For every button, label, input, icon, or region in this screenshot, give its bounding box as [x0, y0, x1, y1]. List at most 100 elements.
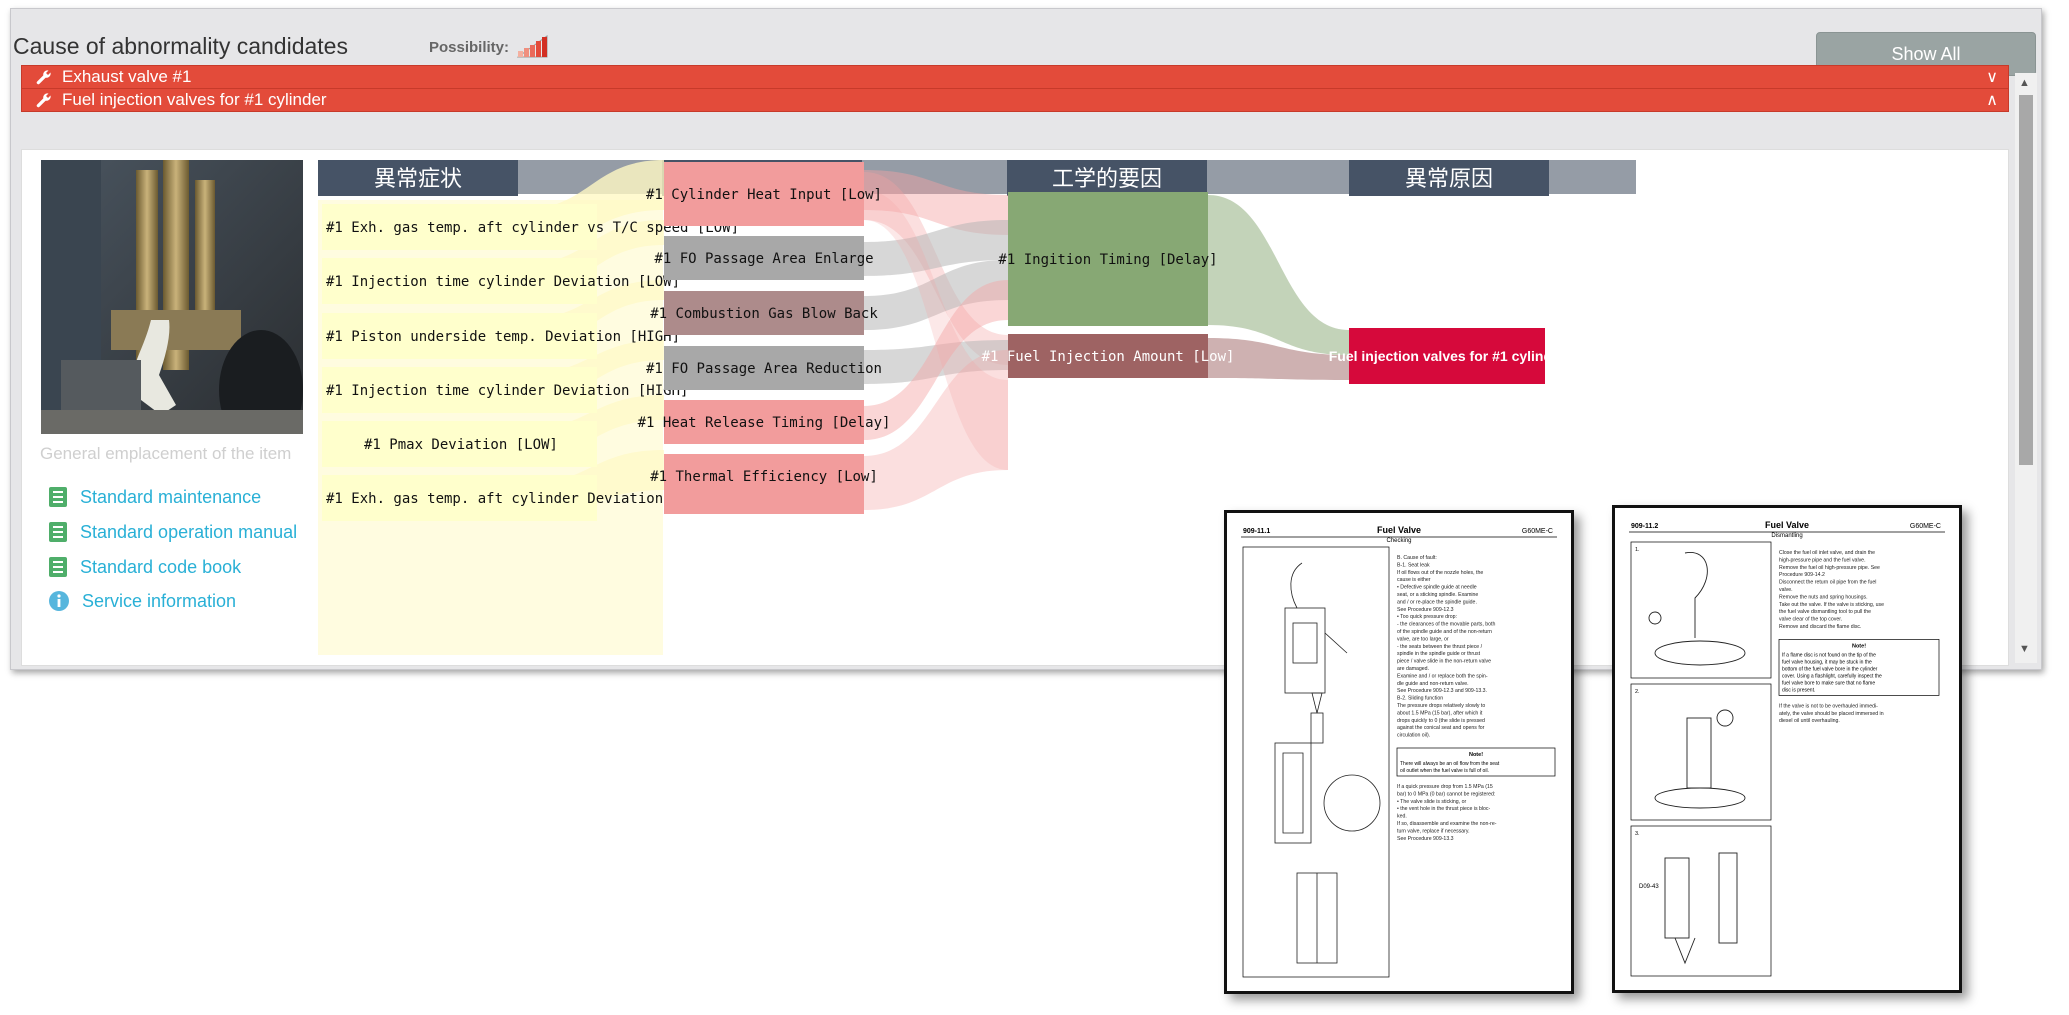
doc-text-line: • Too quick pressure drop:: [1397, 614, 1457, 620]
doc-text-line: diesel oil until overhauling.: [1779, 718, 1840, 724]
phenomenon-node[interactable]: [664, 346, 864, 390]
link-standard-maintenance[interactable]: Standard maintenance: [48, 486, 261, 508]
link-service-information[interactable]: Service information: [48, 590, 236, 612]
factor-node[interactable]: [1008, 334, 1208, 378]
symptom-label: #1 Injection time cylinder Deviation [LO…: [326, 274, 680, 290]
doc-figure-number: 2.: [1635, 689, 1640, 695]
scroll-up-arrow-icon[interactable]: ▲: [2019, 77, 2030, 89]
doc-code: 909-11.1: [1243, 528, 1270, 535]
doc-text-line: ked.: [1397, 814, 1407, 820]
doc-note-line: There will always be an oil flow from th…: [1400, 761, 1500, 767]
scroll-thumb[interactable]: [2019, 95, 2033, 465]
link-label[interactable]: Service information: [82, 590, 237, 611]
doc-text-line: of the spindle guide and of the non-retu…: [1397, 629, 1492, 635]
doc-figure-number: 3.: [1635, 831, 1640, 837]
doc-text-line: - the seats between the thrust piece /: [1397, 644, 1483, 650]
doc-text-line: about 1.5 MPa (15 bar), after which it: [1397, 710, 1483, 716]
symptom-node[interactable]: [322, 475, 597, 521]
doc-note-box: [1778, 639, 1940, 696]
doc-text-line: Examine and / or replace both the spin-: [1397, 673, 1488, 679]
phenomenon-node[interactable]: [664, 236, 864, 280]
wrench-icon: [36, 92, 52, 108]
flow-link: [1208, 338, 1349, 380]
fuel-valve-dismantling-drawing: [1648, 552, 1746, 965]
link-standard-operation-manual[interactable]: Standard operation manual: [48, 521, 297, 543]
book-icon: [48, 521, 68, 543]
doc-text-line: spindle in the spindle guide or thrust: [1397, 651, 1481, 657]
link-label[interactable]: Standard operation manual: [80, 521, 298, 542]
doc-title: Fuel Valve: [1377, 525, 1421, 535]
scroll-down-arrow-icon[interactable]: ▼: [2019, 643, 2030, 655]
doc-note-line: If a flame disc is not found on the tip …: [1782, 652, 1876, 658]
chevron-up-icon[interactable]: ∧: [1986, 92, 1998, 109]
factor-node[interactable]: [1008, 192, 1208, 326]
doc-text-line: • The valve slide is sticking, or: [1397, 799, 1466, 805]
flow-link: [1208, 195, 1349, 355]
phenomenon-node[interactable]: [664, 400, 864, 444]
symptom-node[interactable]: [322, 258, 597, 304]
symptom-node[interactable]: [322, 367, 597, 413]
doc-text-line: Take out the valve. If the valve is stic…: [1779, 602, 1884, 608]
doc-text-line: • Defective spindle guide at needle: [1397, 585, 1477, 591]
doc-text-line: turn valve, replace if necessary.: [1397, 828, 1470, 834]
doc-text-line: dle guide and non-return valve.: [1397, 681, 1469, 687]
page-title: Cause of abnormality candidates: [13, 33, 348, 59]
photo-caption: General emplacement of the item: [40, 444, 292, 463]
symptom-label: #1 Exh. gas temp. aft cylinder Deviation…: [326, 491, 722, 507]
doc-text-line: The pressure drops relatively slowly to: [1397, 703, 1485, 709]
accordion-exhaust-valve[interactable]: Exhaust valve #1 ∨: [21, 65, 2009, 89]
column-header-label: 工学的要因: [1052, 167, 1162, 192]
wrench-icon: [36, 69, 52, 85]
doc-text-line: Close the fuel oil inlet valve, and drai…: [1779, 550, 1875, 556]
factor-label: #1 Fuel Injection Amount [Low]: [982, 349, 1235, 365]
doc-text-line: If oil flows out of the nozzle holes, th…: [1397, 570, 1483, 576]
symptom-node[interactable]: [322, 421, 597, 467]
book-icon: [48, 556, 68, 578]
cause-node[interactable]: [1349, 328, 1545, 384]
phenomenon-label: #1 Combustion Gas Blow Back: [650, 306, 878, 322]
doc-model: G60ME-C: [1522, 528, 1553, 535]
doc-text-line: B-1. Seat leak: [1397, 562, 1430, 568]
link-standard-code-book[interactable]: Standard code book: [48, 556, 241, 578]
column-header: [318, 160, 518, 196]
symptom-label: #1 Piston underside temp. Deviation [HIG…: [326, 329, 680, 345]
doc-figure-frame: [1630, 541, 1772, 679]
doc-code: 909-11.2: [1631, 523, 1658, 530]
vertical-scrollbar[interactable]: ▲ ▼: [2015, 73, 2037, 663]
phenomenon-node[interactable]: [664, 291, 864, 335]
column-header-label: 異常症状: [374, 167, 462, 192]
doc-note-line: fuel valve bore to make sure that no fla…: [1782, 680, 1875, 686]
doc-text-line: Remove and discard the flame disc.: [1779, 624, 1861, 630]
flow-link: [864, 350, 1008, 510]
column-header-label: 異常原因: [1405, 167, 1493, 192]
doc-model: G60ME-C: [1910, 523, 1941, 530]
doc-note-line: fuel valve housing, it may be stuck in t…: [1782, 659, 1872, 665]
chevron-down-icon[interactable]: ∨: [1986, 69, 1998, 86]
doc-figure-frame: [1242, 546, 1390, 978]
link-label[interactable]: Standard maintenance: [80, 486, 262, 507]
doc-title: Fuel Valve: [1765, 520, 1809, 530]
accordion-label: Fuel injection valves for #1 cylinder: [62, 90, 327, 109]
phenomenon-node[interactable]: [664, 162, 864, 226]
phenomenon-node[interactable]: [664, 454, 864, 514]
symptom-node[interactable]: [322, 313, 597, 359]
doc-note-label: Note!: [1852, 643, 1866, 649]
doc-text-line: • the vent hole in the thrust piece is b…: [1397, 806, 1490, 812]
doc-note-line: oil outlet when the fuel valve is full o…: [1400, 768, 1489, 774]
doc-text-line: B-2. Sliding function: [1397, 696, 1443, 702]
symptom-node[interactable]: [322, 204, 597, 250]
doc-figure-frame: [1630, 683, 1772, 821]
doc-text-line: See Procedure 909-12.3: [1397, 607, 1454, 613]
link-label[interactable]: Standard code book: [80, 556, 242, 577]
signal-strength-icon: [517, 35, 548, 58]
doc-text-line: B. Cause of fault:: [1397, 555, 1437, 561]
doc-text-line: valve clear of the top cover.: [1779, 617, 1842, 623]
doc-text-line: Remove the nuts and spring housings.: [1779, 594, 1868, 600]
doc-text-line: the fuel valve dismantling tool to pull …: [1779, 609, 1871, 615]
doc-text-line: If the valve is not to be overhauled imm…: [1779, 703, 1878, 709]
flow-link: [864, 260, 1008, 330]
accordion-fuel-injection-valves[interactable]: Fuel injection valves for #1 cylinder ∧: [21, 88, 2009, 112]
doc-text-line: Disconnect the return oil pipe from the …: [1779, 580, 1876, 586]
